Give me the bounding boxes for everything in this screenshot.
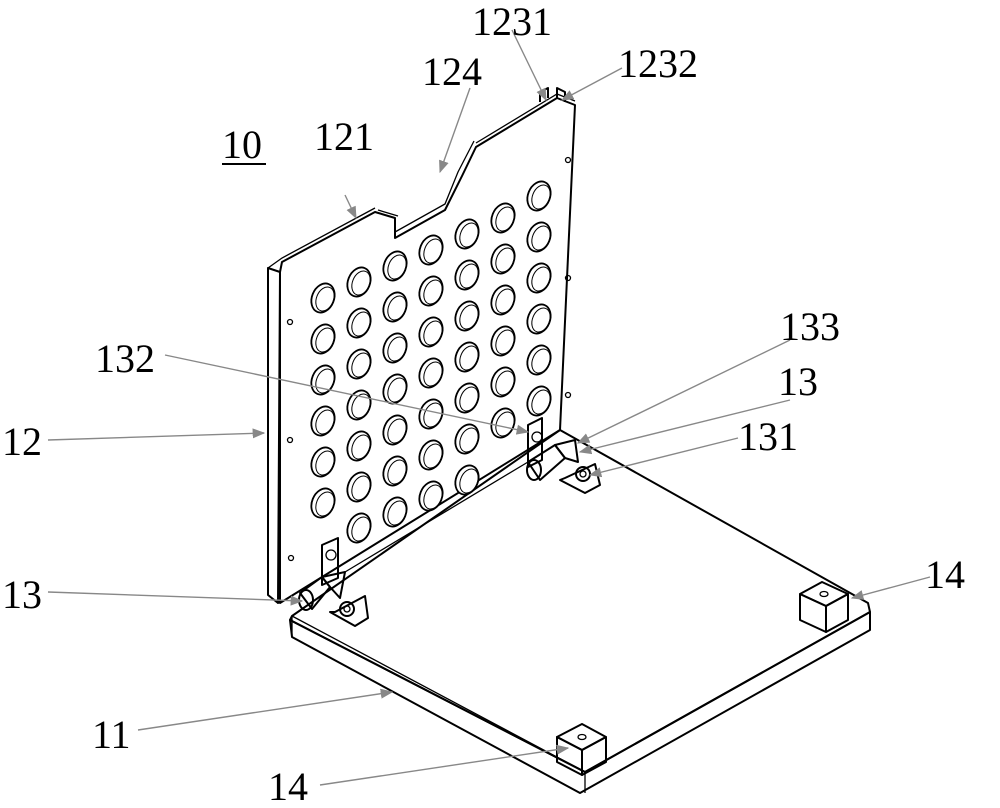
label-1232: 1232 — [618, 41, 698, 86]
foot-right — [800, 582, 848, 632]
label-11: 11 — [92, 712, 131, 757]
base-plate — [290, 430, 870, 793]
hinge-axis — [345, 462, 528, 572]
label-131: 131 — [738, 414, 798, 459]
label-124: 124 — [422, 49, 482, 94]
label-133: 133 — [780, 304, 840, 349]
label-121: 121 — [314, 114, 374, 159]
hinge-right — [527, 418, 600, 493]
hole-grid — [307, 178, 555, 546]
foot-front — [557, 724, 606, 775]
label-132: 132 — [95, 336, 155, 381]
figure-number: 10 — [222, 122, 262, 167]
label-13-right: 13 — [778, 359, 818, 404]
hinge-left — [299, 538, 368, 626]
label-12: 12 — [2, 419, 42, 464]
label-14-front: 14 — [268, 764, 308, 808]
label-14-right: 14 — [925, 552, 965, 597]
label-13-left: 13 — [2, 572, 42, 617]
label-1231: 1231 — [472, 0, 552, 44]
